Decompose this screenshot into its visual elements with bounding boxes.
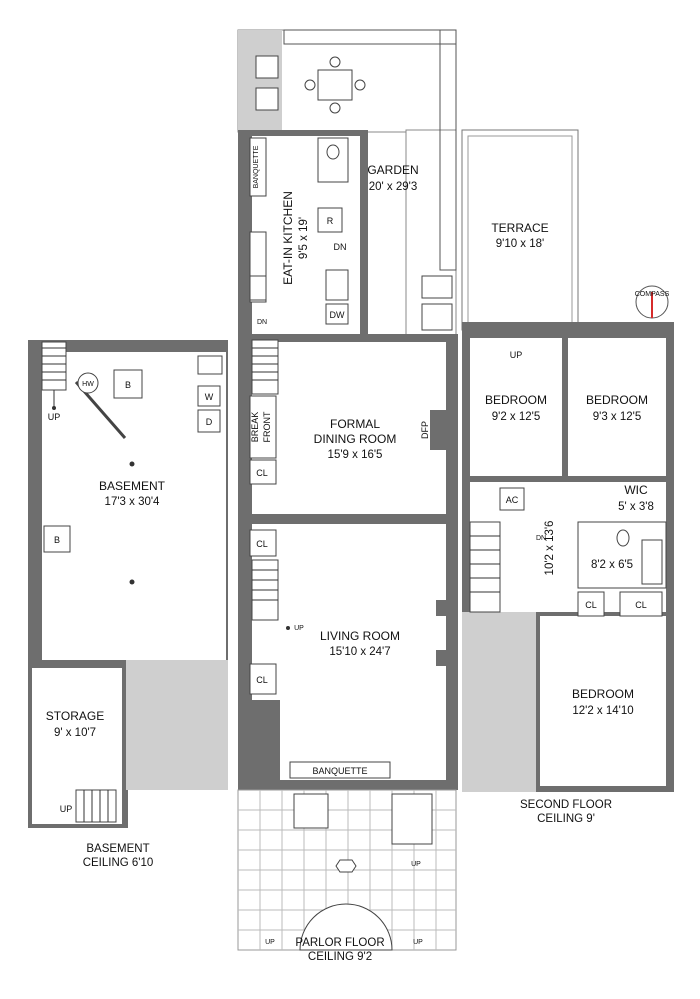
hall-dim: 10'2 x 13'6 (544, 521, 556, 576)
parlor-caption-1: PARLOR FLOOR (295, 937, 384, 949)
dining-name-2: DINING ROOM (314, 432, 397, 446)
svg-text:UP: UP (265, 939, 275, 946)
closet-2 (249, 529, 277, 557)
svg-text:UP: UP (294, 625, 304, 632)
bedroom-2-dim: 9'3 x 12'5 (593, 411, 642, 423)
bedroom-1-name: BEDROOM (485, 393, 547, 407)
washer (197, 385, 221, 407)
bedroom-3-name: BEDROOM (572, 687, 634, 701)
svg-text:DN: DN (334, 242, 347, 252)
toilet (616, 529, 630, 547)
boiler-2 (43, 525, 71, 553)
bedroom-1-dim: 9'2 x 12'5 (492, 411, 541, 423)
svg-text:UP: UP (60, 804, 73, 814)
kitchen-sink (325, 269, 349, 301)
terrace-dim: 9'10 x 18' (496, 238, 545, 250)
living-banquette (289, 761, 391, 779)
parlor-stair-top (251, 339, 279, 395)
basement-caption-2: CEILING 6'10 (83, 857, 154, 869)
wic-name: WIC (624, 483, 648, 497)
svg-text:UP: UP (510, 350, 523, 360)
basement-room-name: BASEMENT (99, 479, 166, 493)
kitchen-banquette (249, 137, 267, 197)
boiler-1 (113, 369, 143, 399)
basement-stair (41, 341, 67, 410)
stoop-steps-right (391, 793, 433, 845)
svg-text:BANQUETTE: BANQUETTE (312, 766, 367, 776)
svg-text:W: W (205, 392, 214, 402)
svg-text:D: D (206, 417, 213, 427)
water-heater (77, 372, 99, 394)
second-caption-1: SECOND FLOOR (520, 799, 612, 811)
garden-table (317, 69, 353, 101)
bedroom-3-dim: 12'2 x 14'10 (572, 705, 633, 717)
second-closet-1 (577, 591, 605, 617)
svg-text:R: R (327, 216, 334, 226)
parlor-floor: GARDEN 20' x 29'3 BANQUETTE EAT-IN KITCH… (237, 29, 458, 963)
second-floor-stair (469, 521, 501, 613)
second-floor-light-well (462, 612, 536, 792)
garden-planters (283, 29, 457, 271)
storage-room-dim: 9' x 10'7 (54, 727, 96, 739)
svg-text:DN: DN (257, 319, 267, 326)
ac-unit (499, 487, 525, 511)
basement-caption-1: BASEMENT (86, 843, 149, 855)
second-closet-2 (619, 591, 663, 617)
parlor-caption-2: CEILING 9'2 (308, 951, 372, 963)
garden-dim: 20' x 29'3 (369, 181, 418, 193)
dishwasher (325, 303, 349, 325)
basement-floor: UP HW B W D B BASEMENT 17'3 x 30'4 STORA… (28, 340, 228, 869)
svg-text:CL: CL (635, 600, 647, 610)
svg-text:UP: UP (413, 939, 423, 946)
basement-up-label: UP (48, 412, 61, 422)
closet-3 (249, 663, 277, 695)
svg-text:BANQUETTE: BANQUETTE (253, 145, 260, 188)
svg-text:CL: CL (256, 468, 268, 478)
svg-text:B: B (54, 535, 60, 545)
svg-text:AC: AC (506, 495, 519, 505)
dining-dim: 15'9 x 16'5 (328, 449, 383, 461)
kitchen-dim: 9'5 x 19' (298, 217, 310, 259)
svg-text:HW: HW (82, 381, 94, 388)
svg-text:B: B (125, 380, 131, 390)
living-dim: 15'10 x 24'7 (329, 646, 390, 658)
svg-text:BREAK: BREAK (250, 412, 260, 443)
living-name: LIVING ROOM (320, 629, 400, 643)
basement-stair-bottom (75, 789, 117, 823)
break-front (249, 395, 277, 459)
utility-sink (197, 355, 223, 375)
terrace-name: TERRACE (491, 221, 548, 235)
svg-text:CL: CL (256, 539, 268, 549)
basement-room-dim: 17'3 x 30'4 (105, 496, 161, 508)
stoop-steps-left (293, 793, 329, 829)
svg-text:DFP: DFP (420, 421, 430, 439)
bedroom-2-name: BEDROOM (586, 393, 648, 407)
svg-text:CL: CL (585, 600, 597, 610)
dining-name-1: FORMAL (330, 417, 380, 431)
fireplace-dining (430, 410, 446, 450)
svg-text:FRONT: FRONT (262, 411, 272, 442)
dryer (197, 409, 221, 433)
svg-text:CL: CL (256, 675, 268, 685)
stoop-garden-bed (299, 903, 393, 951)
stoop-planter (335, 859, 357, 873)
bath-dim: 8'2 x 6'5 (591, 559, 633, 571)
svg-text:COMPASS: COMPASS (635, 291, 670, 298)
bathtub (641, 539, 663, 585)
basement-light-well (126, 660, 228, 790)
storage-room-name: STORAGE (46, 709, 104, 723)
compass-icon: COMPASS (635, 285, 670, 319)
svg-text:UP: UP (411, 861, 421, 868)
wic-dim: 5' x 3'8 (618, 501, 654, 513)
kitchen-name: EAT-IN KITCHEN (281, 191, 295, 285)
second-caption-2: CEILING 9' (537, 813, 595, 825)
powder-room (317, 137, 349, 183)
svg-text:DW: DW (330, 310, 345, 320)
closet-1 (249, 459, 277, 485)
second-floor: TERRACE 9'10 x 18' COMPASS UP BEDROOM 9'… (461, 129, 674, 825)
refrigerator (317, 207, 343, 233)
svg-text:DN: DN (536, 535, 546, 542)
garden-name: GARDEN (367, 163, 418, 177)
